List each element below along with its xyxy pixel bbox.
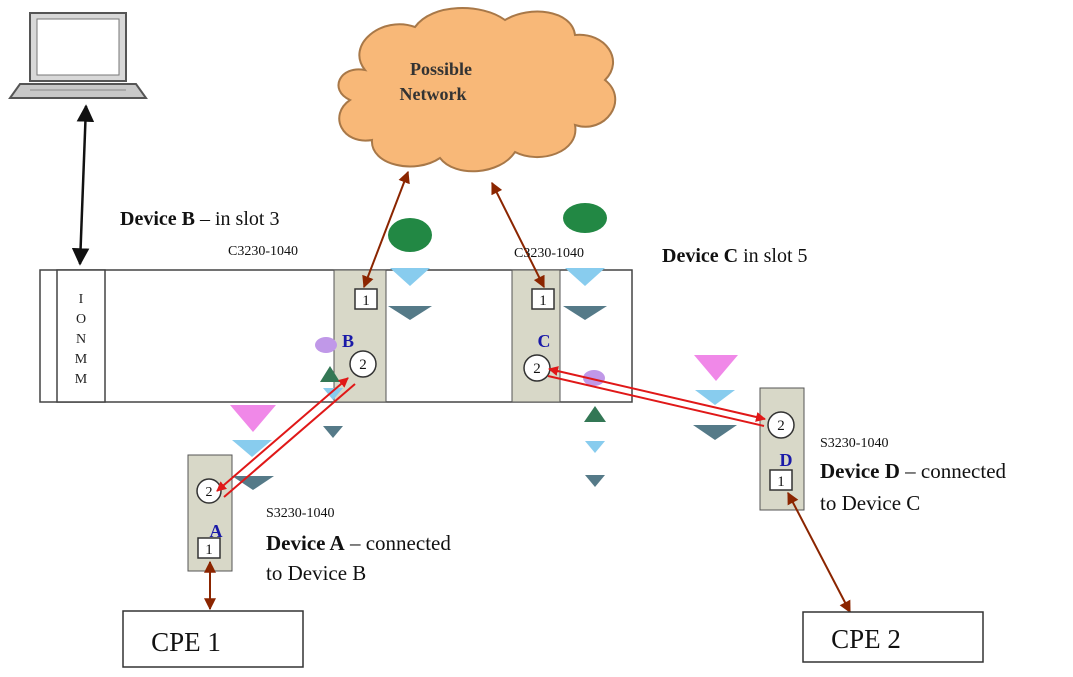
network-cloud: Possible Network: [337, 7, 617, 173]
status-triangle: [563, 306, 607, 320]
port-2-label: 2: [206, 485, 213, 500]
device-a-description: Device A – connected: [266, 531, 451, 555]
ionmm-letter: M: [75, 372, 88, 387]
cpe1-label: CPE 1: [151, 627, 221, 657]
port-1-label: 1: [362, 293, 370, 309]
status-triangle: [323, 426, 343, 438]
status-triangle: [565, 268, 605, 286]
ionmm-letter: O: [76, 312, 86, 327]
device-a-model-label: S3230-1040: [266, 506, 334, 521]
ionmm-letter: M: [75, 352, 88, 367]
cloud-label-line1: Possible: [410, 59, 472, 79]
device-b-device-a-link: [216, 377, 356, 498]
cpe2-label: CPE 2: [831, 624, 901, 654]
slot5-model-label: C3230-1040: [514, 246, 584, 261]
port-1-box: [354, 288, 378, 310]
port-1-box: [531, 288, 555, 310]
device-letter-a: A: [210, 521, 223, 541]
device-c-device-d-link: [547, 366, 766, 427]
port-2-label: 2: [533, 361, 541, 377]
device-d-description-line2: to Device C: [820, 491, 920, 515]
status-triangle: [388, 306, 432, 320]
port-2-label: 2: [777, 418, 785, 434]
device-d-cpe2-link: [787, 491, 851, 614]
ionmm-letter: N: [76, 332, 86, 347]
cloud-label-line2: Network: [400, 84, 467, 104]
status-triangle: [585, 441, 605, 453]
device-letter-d: D: [780, 450, 793, 470]
green-led: [388, 218, 432, 252]
port-1-box: [197, 537, 221, 559]
ionmm-letter: I: [79, 292, 84, 307]
status-triangle: [695, 390, 735, 405]
port-2-label: 2: [359, 357, 367, 373]
status-triangle-up: [584, 406, 606, 422]
card-device-d: [759, 387, 805, 511]
slot3-model-label: C3230-1040: [228, 244, 298, 259]
device-d-model-label: S3230-1040: [820, 436, 888, 451]
cloud-device-c-link: [491, 181, 545, 289]
status-triangle: [232, 476, 274, 490]
cloud-device-b-link: [362, 170, 410, 289]
device-letter-b: B: [342, 331, 354, 351]
port-2-circle: [349, 350, 377, 378]
port-1-label: 1: [777, 474, 785, 490]
device-b-slot-label: Device B – in slot 3: [120, 208, 279, 230]
status-triangle: [585, 475, 605, 487]
device-a-description-line2: to Device B: [266, 561, 366, 585]
green-led: [563, 203, 607, 233]
pink-triangle: [694, 355, 738, 381]
port-1-label: 1: [539, 293, 547, 309]
status-triangle: [693, 425, 737, 440]
purple-dot: [315, 337, 337, 353]
device-d-description: Device D – connected: [820, 459, 1007, 483]
port-1-label: 1: [205, 542, 213, 558]
laptop-icon: [8, 12, 148, 99]
cpe2-box: CPE 2: [802, 611, 984, 663]
port-2-circle: [767, 411, 795, 439]
port-1-box: [769, 469, 793, 491]
pink-triangle: [230, 405, 276, 432]
device-c-slot-label: Device C in slot 5: [662, 245, 808, 267]
laptop-ionmm-link: [71, 104, 95, 266]
device-letter-c: C: [538, 331, 551, 351]
cpe1-box: CPE 1: [122, 610, 304, 668]
